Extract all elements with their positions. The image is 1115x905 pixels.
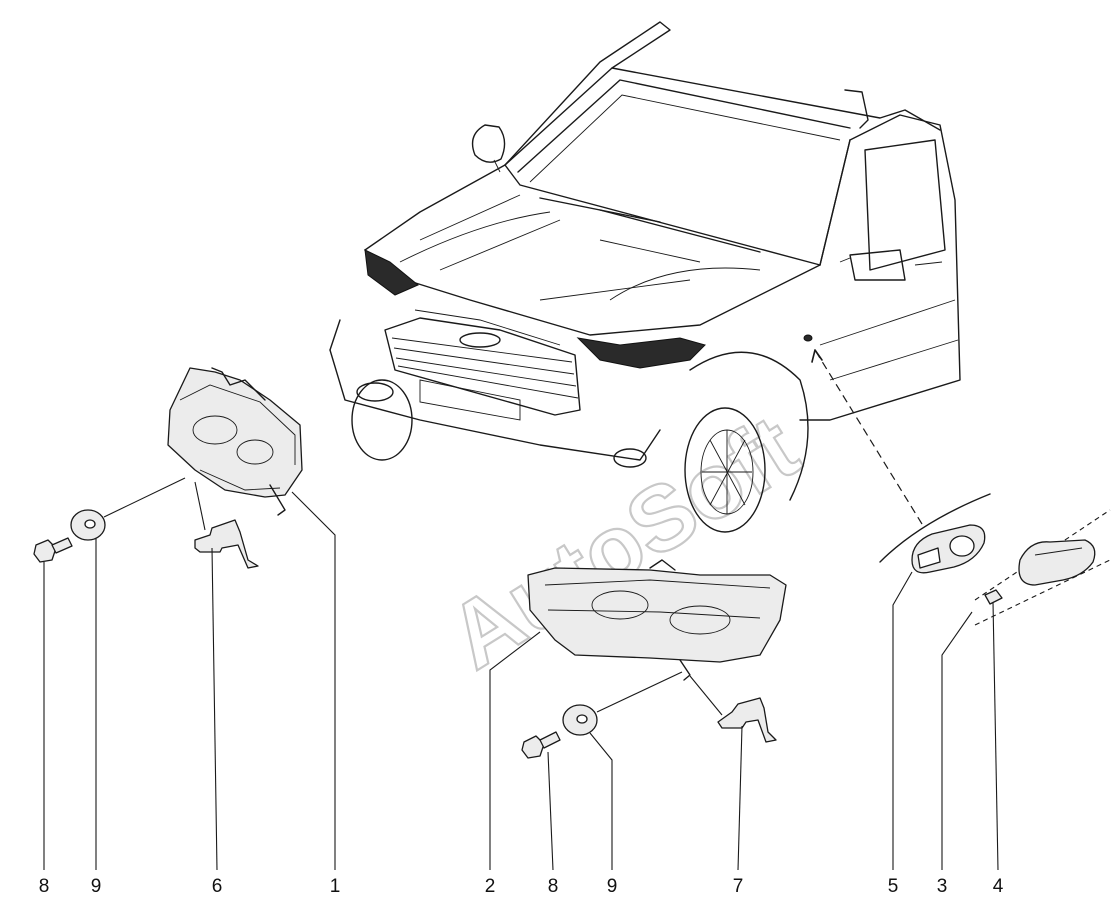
- callout-3: 3: [937, 876, 948, 897]
- callout-8-right: 8: [548, 876, 559, 897]
- callout-1: 1: [330, 876, 341, 897]
- part-8-bolt-left: [33, 537, 73, 563]
- callout-2: 2: [485, 876, 496, 897]
- leader-lines: [43, 349, 999, 871]
- part-6-bracket-left: [194, 519, 259, 569]
- part-9-washer-right: [562, 704, 598, 736]
- callout-4: 4: [993, 876, 1004, 897]
- callout-5: 5: [888, 876, 899, 897]
- callout-labels: 8 9 6 1 2 8 9 7 5 3 4: [39, 876, 1004, 897]
- part-9-washer-left: [70, 509, 106, 541]
- callout-7: 7: [733, 876, 744, 897]
- part-2-fog-lamp-right: [527, 559, 787, 681]
- callout-9-left: 9: [91, 876, 102, 897]
- part-7-bracket-right: [717, 697, 777, 743]
- part-3-4-repeater-group: [974, 509, 1111, 626]
- vehicle-illustration: [329, 21, 961, 533]
- callout-9-right: 9: [607, 876, 618, 897]
- part-5-repeater-housing: [879, 493, 991, 574]
- callout-6: 6: [212, 876, 223, 897]
- part-8-bolt-right: [521, 731, 561, 759]
- callout-8-left: 8: [39, 876, 50, 897]
- part-1-fog-lamp-left: [167, 367, 303, 516]
